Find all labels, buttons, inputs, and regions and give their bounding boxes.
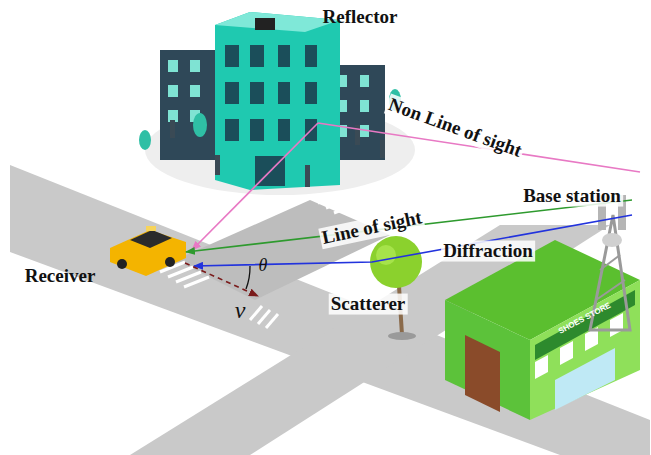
shop-side xyxy=(530,280,640,420)
small-trees xyxy=(139,89,401,150)
part-label: Base station xyxy=(521,186,623,207)
nlos-path xyxy=(192,123,318,250)
taxi xyxy=(110,226,186,276)
people xyxy=(170,120,385,187)
part-label: Receiver xyxy=(23,266,98,287)
road xyxy=(10,165,650,455)
shop-front xyxy=(445,300,530,420)
scatterer-tree xyxy=(370,236,422,340)
angle-arc xyxy=(246,266,250,289)
velocity-symbol: v xyxy=(233,297,248,323)
path-label: Diffraction xyxy=(441,241,535,262)
shop-window xyxy=(555,348,615,410)
windows xyxy=(225,45,317,186)
part-label: Reflector xyxy=(321,7,400,28)
roof-unit xyxy=(255,18,275,30)
building xyxy=(160,50,222,160)
los-path xyxy=(186,200,632,252)
velocity-arrow xyxy=(185,263,258,296)
part-label: Scatterer xyxy=(329,294,408,315)
angle-symbol: θ xyxy=(257,256,270,276)
shop-sign xyxy=(535,290,635,360)
roof xyxy=(215,12,340,32)
door xyxy=(465,335,500,412)
